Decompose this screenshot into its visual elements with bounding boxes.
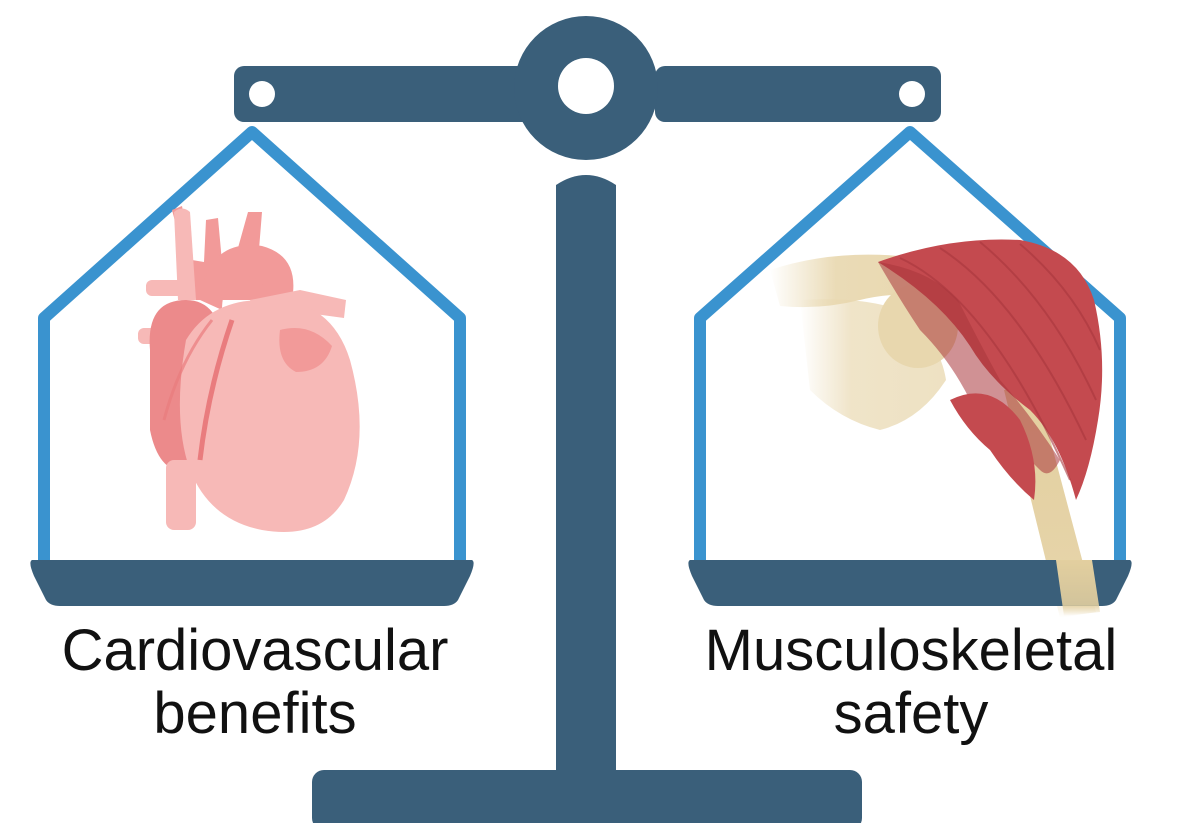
left-pan-tray <box>30 560 473 606</box>
right-caption-line1: Musculoskeletal <box>645 620 1177 683</box>
right-caption-line2: safety <box>645 683 1177 746</box>
scale-post <box>556 175 616 770</box>
left-caption-line2: benefits <box>0 683 510 746</box>
right-pan-caption: Musculoskeletal safety <box>645 620 1177 745</box>
scale-pivot <box>514 16 658 160</box>
heart-icon <box>138 206 360 532</box>
left-caption-line1: Cardiovascular <box>0 620 510 683</box>
left-pan-caption: Cardiovascular benefits <box>0 620 510 745</box>
scale-base <box>312 770 862 823</box>
